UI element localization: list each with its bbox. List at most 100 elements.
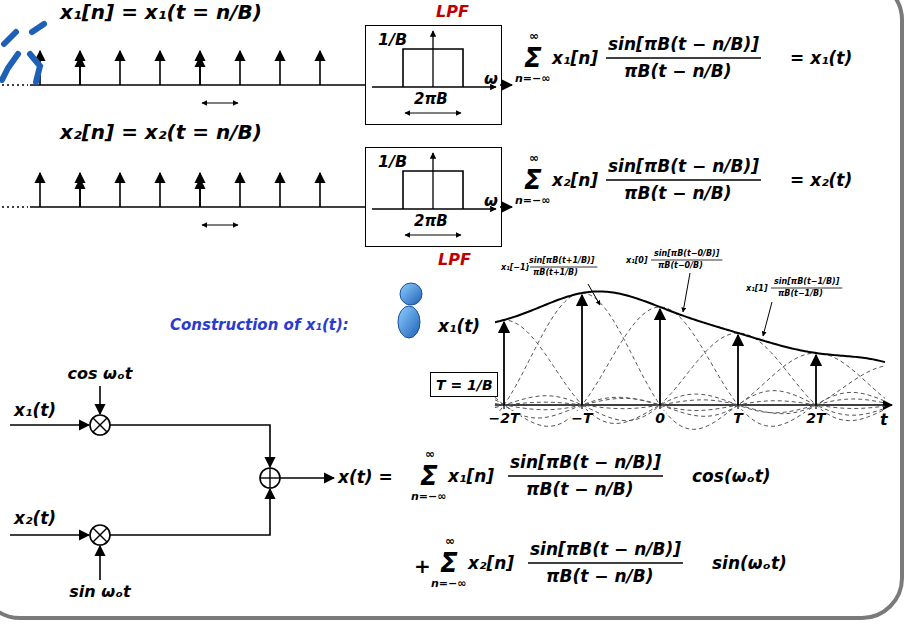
carrier-label: cos ωₒt — [68, 366, 133, 382]
sum-symbol: Σ — [524, 167, 542, 193]
impulse-arrow — [319, 173, 321, 207]
bandwidth-arrow — [405, 112, 461, 113]
filter-title: LPF — [438, 252, 471, 268]
fraction-bar — [651, 260, 722, 261]
sample-term: x₂[n] — [552, 172, 598, 189]
lpf-passband — [403, 171, 463, 209]
runner-limb — [4, 32, 16, 44]
fraction-bar — [771, 288, 842, 289]
runner-head — [400, 283, 422, 305]
formula-term: = x₂(t) — [790, 172, 852, 189]
multiplier-symbol — [90, 525, 110, 545]
formula-term: + — [414, 556, 431, 576]
formula-term: sin(ωₒt) — [712, 555, 787, 572]
tick-label: −2T — [487, 411, 520, 425]
sample-term: x₂[n] — [468, 555, 514, 572]
impulse-arrow — [79, 51, 81, 85]
impulse-arrow — [39, 173, 41, 207]
adder-symbol-mark — [269, 468, 270, 488]
impulse-arrow — [319, 51, 321, 85]
impulse-arrow — [159, 51, 161, 85]
impulse-arrow — [199, 57, 201, 85]
tick-label: T — [732, 411, 744, 425]
fraction-bar — [606, 57, 761, 59]
sinc-denominator: πB(t−0/B) — [657, 262, 704, 270]
node-label: 2πB — [414, 214, 448, 229]
leader-arrow — [683, 273, 690, 312]
multiplier-symbol-mark — [93, 528, 107, 542]
sample-arrow — [659, 309, 661, 405]
impulse-arrow — [159, 173, 161, 207]
sinc-denominator: πB(t − n/B) — [624, 185, 731, 202]
sum-limit: n=−∞ — [515, 195, 550, 206]
lowpass-filter-box: LPF1/B2πBω — [365, 147, 502, 247]
dotted-axis — [2, 206, 28, 207]
reconstructed-signal — [495, 291, 885, 362]
sample-arrow — [737, 335, 739, 405]
impulse-arrow — [79, 57, 81, 85]
sinc-numerator: sin[πB(t − n/B)] — [608, 158, 759, 175]
sum-symbol: Σ — [440, 550, 458, 576]
gain-axis — [432, 31, 433, 87]
sinc-term — [495, 307, 885, 426]
impulse-arrow — [199, 179, 201, 207]
sinc-term — [495, 353, 885, 416]
fraction-bar — [528, 562, 683, 564]
runner-limb — [30, 54, 40, 82]
sample-term: x₁[0] — [625, 257, 649, 265]
runner-figure — [398, 283, 422, 338]
output-wire — [280, 477, 334, 479]
dotted-axis — [2, 84, 28, 85]
sinc-term — [495, 320, 885, 423]
time-axis — [495, 404, 892, 406]
section-heading: Construction of x₁(t): — [170, 318, 349, 333]
sinc-numerator: sin[πB(t − n/B)] — [608, 36, 759, 53]
tick-label: −T — [570, 411, 593, 425]
signal-name: x₁(t) — [438, 318, 480, 335]
carrier-wire — [99, 546, 101, 580]
sinc-numerator: sin[πB(t − n/B)] — [530, 541, 681, 558]
sample-arrow — [503, 322, 505, 405]
filter-title: LPF — [436, 4, 469, 20]
node-label: ω — [484, 71, 498, 87]
spacing-arrow — [202, 224, 238, 225]
sinc-term — [495, 333, 885, 421]
node-label: ω — [484, 193, 498, 209]
sum-symbol: Σ — [524, 45, 542, 71]
carrier-label: sin ωₒt — [69, 584, 130, 600]
spacing-arrow — [202, 102, 238, 103]
tick-mark — [581, 405, 582, 409]
lpf-passband — [403, 49, 463, 87]
sinc-denominator: πB(t − n/B) — [526, 481, 633, 498]
tick-mark — [659, 405, 660, 409]
sample-arrow — [581, 295, 583, 405]
node-label: T = 1/B — [436, 378, 493, 392]
tick-mark — [503, 405, 504, 409]
sum-limit: n=−∞ — [515, 73, 550, 84]
adder-symbol — [260, 468, 280, 488]
freq-axis — [372, 208, 496, 209]
sinc-denominator: πB(t − n/B) — [546, 568, 653, 585]
multiplier-symbol-mark — [93, 418, 107, 432]
sum-limit: n=−∞ — [431, 578, 466, 589]
sum-limit: ∞ — [425, 448, 435, 460]
impulse-arrow — [279, 51, 281, 85]
sample-term: x₁[n] — [552, 50, 598, 67]
bandwidth-arrow — [405, 234, 461, 235]
carrier-wire — [99, 386, 101, 414]
lowpass-filter-box: LPF1/B2πBω — [365, 25, 502, 125]
node-label: 2πB — [414, 92, 448, 107]
leader-arrow — [763, 302, 772, 336]
multiplier-symbol — [90, 415, 110, 435]
impulse-arrow — [239, 51, 241, 85]
sum-limit: n=−∞ — [411, 491, 446, 502]
tick-mark — [737, 405, 738, 409]
impulse-arrow — [119, 51, 121, 85]
impulse-arrow — [79, 179, 81, 207]
signal-wire — [10, 534, 89, 536]
impulse-arrow — [199, 173, 201, 207]
node-label: 1/B — [378, 154, 407, 170]
node-label: 1/B — [378, 32, 407, 48]
sinc-denominator: πB(t+1/B) — [532, 269, 579, 277]
